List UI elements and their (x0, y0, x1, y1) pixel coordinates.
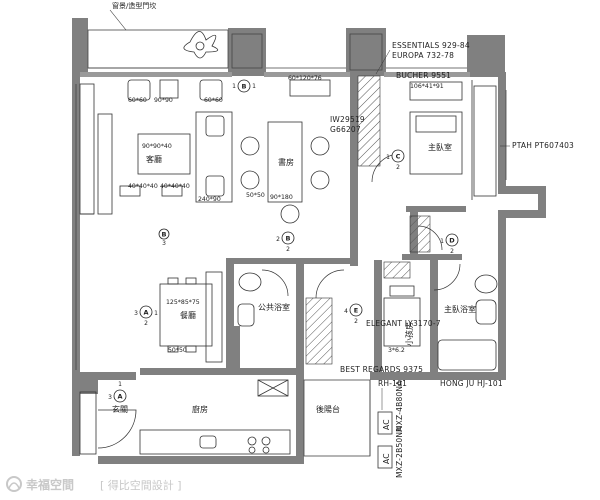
windows (75, 67, 507, 370)
watermark-brand: 幸福空間 (26, 477, 74, 492)
dim-label: 50*50 (246, 192, 265, 199)
dim-label: 60*60 (128, 97, 147, 104)
view-marker (445, 233, 459, 247)
room-label-public-bath: 公共浴室 (258, 302, 290, 312)
view-marker (391, 149, 405, 163)
marker-num: 2 (144, 320, 148, 327)
marker-letter: A (143, 309, 148, 317)
living-furniture (79, 79, 331, 224)
marker-num: 1 (154, 310, 158, 317)
spec-label: BUCHER 9551 (396, 71, 451, 80)
dim-label: 40*40*40 (128, 183, 158, 190)
spec-label: MXZ-2B50NA (395, 426, 404, 478)
dim-label: 90*90 (154, 97, 173, 104)
walls (72, 18, 546, 464)
marker-num: 2 (354, 318, 358, 325)
leader-lines (375, 49, 510, 410)
spec-label: ESSENTIALS 929-84 (392, 41, 470, 50)
dining-furniture (159, 271, 223, 363)
marker-letter: A (117, 393, 122, 401)
view-marker (113, 389, 127, 403)
spec-label: IW29519 (330, 115, 365, 124)
room-label-small-room: 小孩房 (404, 322, 414, 346)
marker-num: 3 (134, 310, 138, 317)
spec-label: PTAH PT607403 (512, 141, 574, 150)
ac-label: AC (382, 453, 391, 464)
room-label-master-bath: 主臥浴室 (444, 304, 476, 314)
rear-balcony (303, 379, 371, 457)
dim-label: 240*90 (198, 196, 221, 203)
marker-num: 1 (118, 381, 122, 388)
dim-label: 125*85*75 (166, 299, 200, 306)
marker-letter: D (449, 237, 455, 245)
master-furniture (409, 80, 497, 200)
ac-units (377, 411, 393, 469)
marker-letter: E (354, 307, 358, 315)
marker-num: 2 (450, 248, 454, 255)
watermark (6, 476, 22, 492)
marker-num: 1 (440, 238, 444, 245)
top-note: 窗景/造型門坎 (112, 1, 156, 10)
room-label-study: 書房 (278, 157, 294, 167)
dim-label: 60*60 (204, 97, 223, 104)
spec-label: G66207 (330, 125, 361, 134)
view-marker (281, 231, 295, 245)
marker-num: 1 (386, 154, 390, 161)
spec-label: MXZ-4B80NA (395, 380, 404, 432)
marker-num: 2 (276, 236, 280, 243)
marker-letter: C (396, 153, 401, 161)
marker-num: 3 (108, 394, 112, 401)
room-label-balcony: 後陽台 (316, 404, 340, 414)
spec-label: HONG JU HJ-101 (440, 379, 503, 388)
room-label-dining: 餐廳 (180, 310, 196, 320)
room-label-master: 主臥室 (428, 142, 452, 152)
marker-num: 3 (162, 240, 166, 247)
marker-num: 4 (344, 308, 348, 315)
entry-door (79, 391, 137, 455)
dim-label: 3*6.2 (388, 347, 405, 354)
balcony-planter (87, 29, 383, 71)
watermark-designer: [ 得比空間設計 ] (100, 478, 182, 492)
spec-label: EUROPA 732-78 (392, 51, 454, 60)
room-label-kitchen: 廚房 (192, 404, 208, 414)
built-in-cabinets (305, 75, 431, 365)
dim-label: 90*180 (270, 194, 293, 201)
ac-label: AC (382, 419, 391, 430)
dim-label: 40*40*40 (160, 183, 190, 190)
marker-num: 1 (252, 83, 256, 90)
dim-label: 106*41*91 (410, 83, 444, 90)
room-label-living: 客廳 (146, 154, 162, 164)
marker-letter: B (286, 235, 291, 243)
marker-letter: B (162, 231, 167, 239)
view-marker (349, 303, 363, 317)
marker-num: 2 (286, 246, 290, 253)
marker-num: 1 (232, 83, 236, 90)
spec-label: RH-101 (378, 379, 407, 388)
bathroom-fixtures (237, 272, 498, 371)
room-label-entry: 玄關 (112, 404, 128, 414)
plant-icon (183, 31, 219, 59)
kitchen-fixtures (139, 379, 291, 455)
marker-letter: B (242, 83, 247, 91)
marker-num: 2 (396, 164, 400, 171)
dim-label: 60*120*76 (288, 75, 322, 82)
dim-label: 90*90*40 (142, 143, 172, 150)
spec-label: ELEGANT LY3170-7 (366, 319, 441, 328)
view-marker (139, 305, 153, 319)
view-marker (158, 228, 170, 240)
view-marker (237, 79, 251, 93)
spec-label: BEST REGARDS 9375 (340, 365, 423, 374)
dim-label: 50*50 (168, 347, 187, 354)
